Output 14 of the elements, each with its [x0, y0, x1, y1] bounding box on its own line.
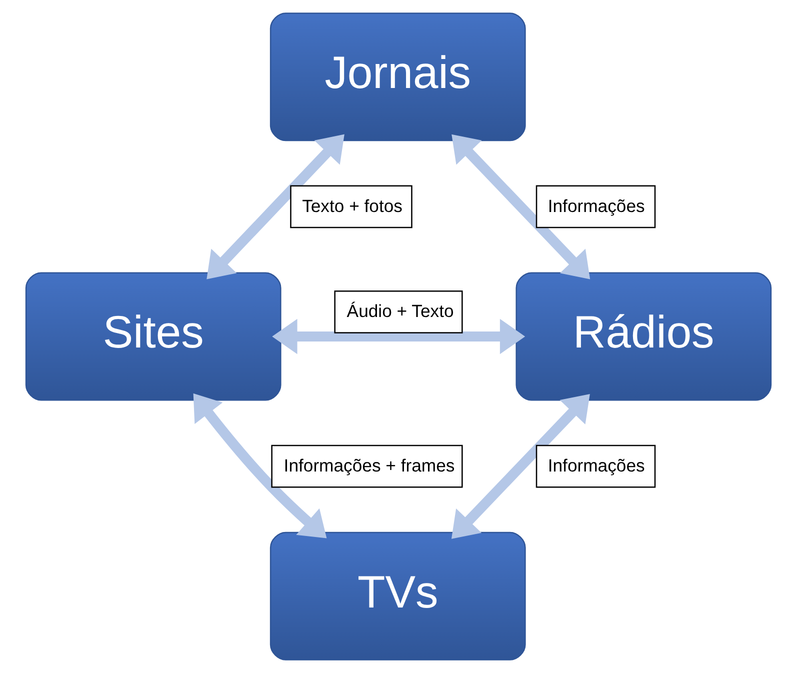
- arrow: [272, 318, 525, 354]
- edge-label: Informações: [547, 196, 644, 216]
- edge-label: Informações: [547, 456, 644, 476]
- node-box: Rádios: [515, 272, 772, 401]
- node-box: TVs: [269, 532, 526, 660]
- arrow: [450, 394, 590, 539]
- node-box: Sites: [24, 272, 281, 401]
- node-box: Jornais: [269, 12, 526, 142]
- arrow: [206, 134, 344, 280]
- edge-label: Informações + frames: [283, 456, 454, 476]
- arrow: [451, 134, 590, 280]
- edge-label: Áudio + Texto: [346, 301, 454, 322]
- arrow: [192, 393, 326, 538]
- edge-label: Texto + fotos: [302, 196, 402, 216]
